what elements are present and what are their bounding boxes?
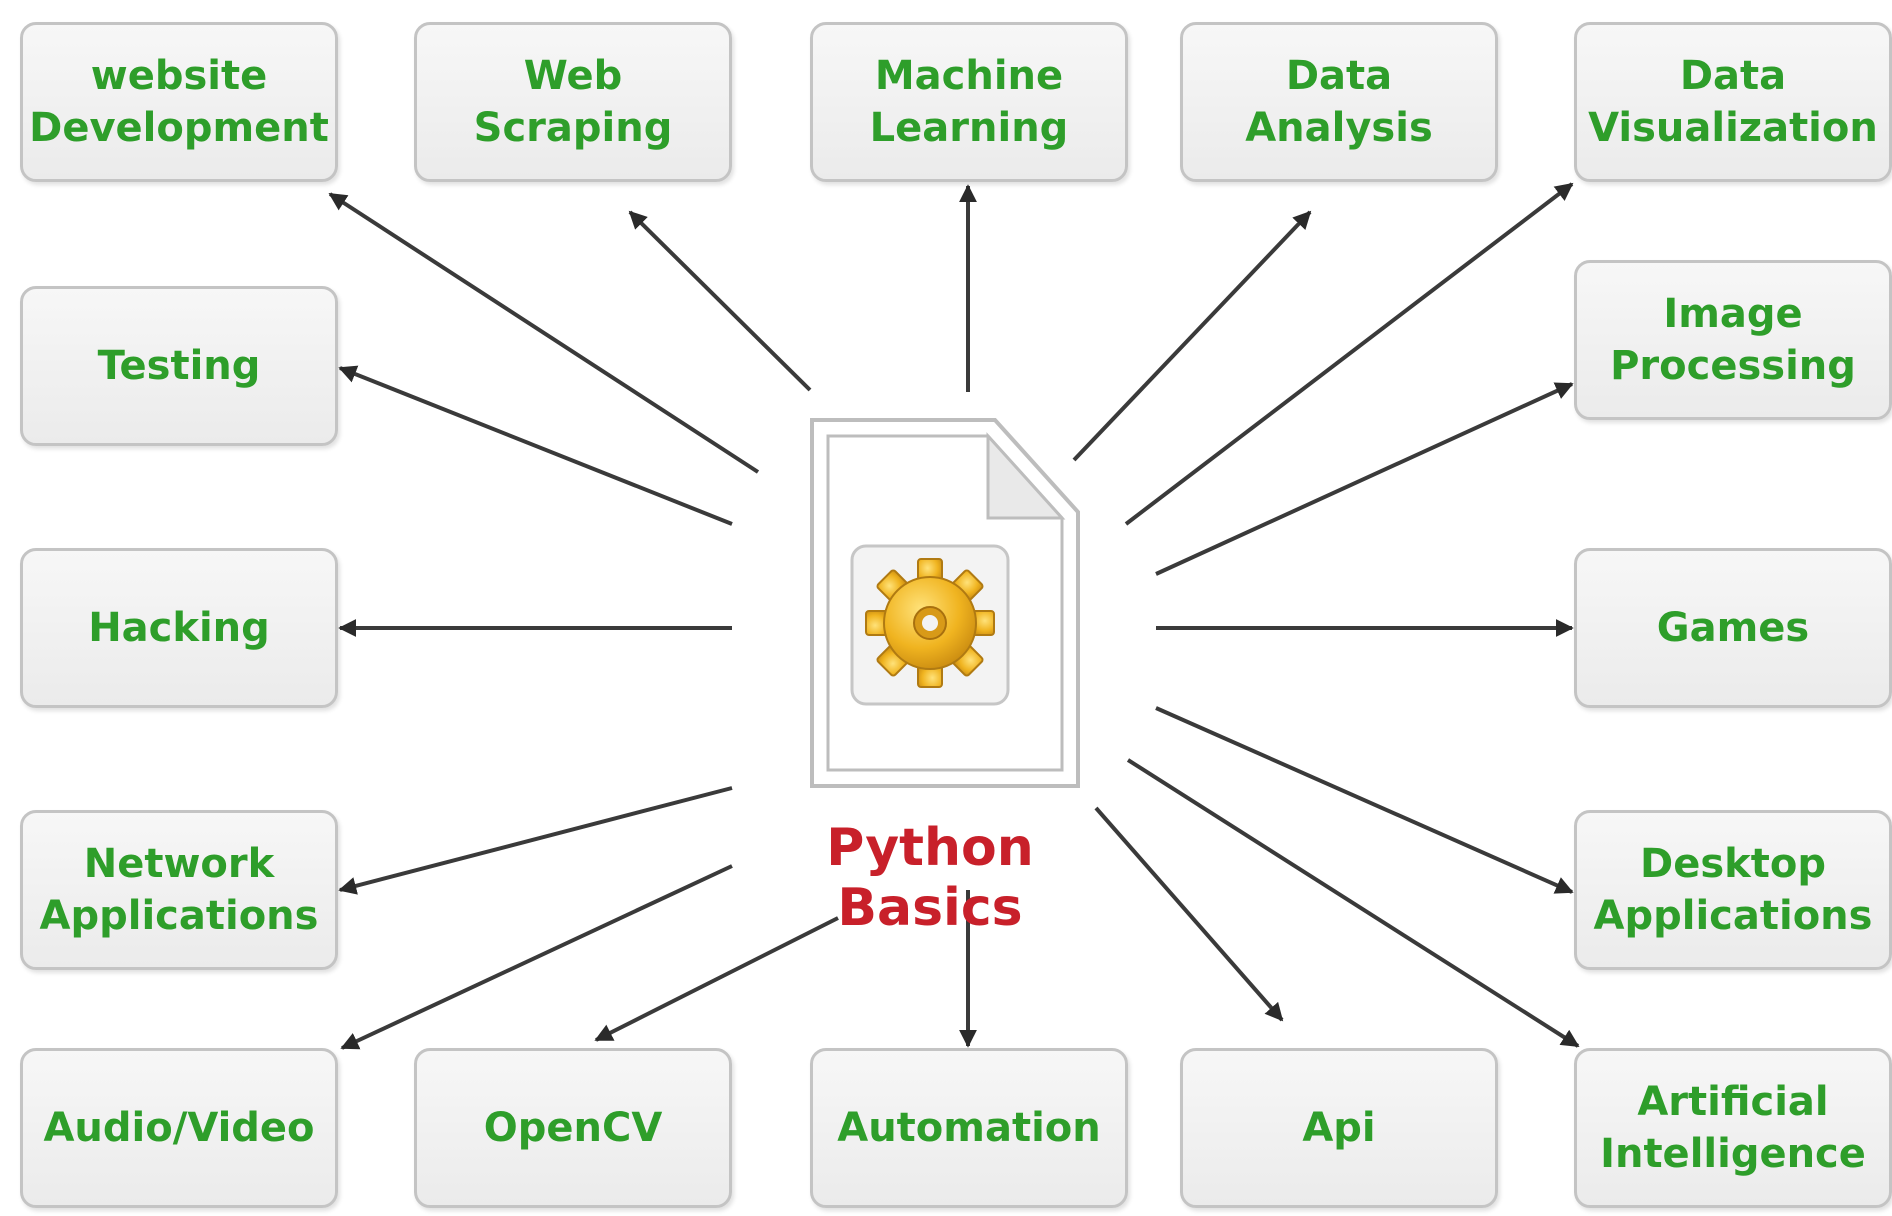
node-artificial-intelligence: Artificial Intelligence — [1574, 1048, 1892, 1208]
node-website-development: website Development — [20, 22, 338, 182]
node-label: Data Analysis — [1245, 53, 1433, 151]
node-hacking: Hacking — [20, 548, 338, 708]
center-node-title: Python Basics — [826, 818, 1034, 938]
node-label: Audio/Video — [43, 1105, 315, 1151]
node-label: OpenCV — [483, 1105, 663, 1151]
node-machine-learning: Machine Learning — [810, 22, 1128, 182]
node-desktop-applications: Desktop Applications — [1574, 810, 1892, 970]
edge-data-analysis — [1072, 210, 1312, 462]
node-web-scraping: Web Scraping — [414, 22, 732, 182]
node-games: Games — [1574, 548, 1892, 708]
node-api: Api — [1180, 1048, 1498, 1208]
edge-artificial-intelligence — [1126, 758, 1580, 1048]
edge-website-development — [328, 192, 760, 474]
node-label: Web Scraping — [473, 53, 673, 151]
node-label: Automation — [837, 1105, 1101, 1151]
edge-desktop-applications — [1155, 706, 1574, 894]
node-label: Hacking — [88, 605, 270, 651]
node-label: Api — [1302, 1105, 1376, 1151]
node-label: Artificial Intelligence — [1600, 1079, 1866, 1177]
node-label: Image Processing — [1610, 291, 1856, 389]
edge-network-applications — [338, 786, 733, 895]
node-label: Data Visualization — [1588, 53, 1878, 151]
node-automation: Automation — [810, 1048, 1128, 1208]
edge-data-visualization — [1124, 182, 1574, 526]
node-label: Machine Learning — [869, 53, 1069, 151]
node-label: website Development — [29, 53, 329, 151]
node-network-applications: Network Applications — [20, 810, 338, 970]
node-data-analysis: Data Analysis — [1180, 22, 1498, 182]
node-audio-video: Audio/Video — [20, 1048, 338, 1208]
node-data-visualization: Data Visualization — [1574, 22, 1892, 182]
node-label: Testing — [97, 343, 261, 389]
node-label: Desktop Applications — [1593, 841, 1873, 939]
edge-opencv — [594, 916, 839, 1042]
edge-audio-video — [340, 864, 733, 1050]
edge-api — [1094, 806, 1284, 1022]
node-testing: Testing — [20, 286, 338, 446]
gear-document-icon — [810, 418, 1080, 788]
edge-web-scraping — [628, 210, 812, 392]
edge-testing — [338, 365, 733, 526]
node-label: Games — [1656, 605, 1810, 651]
node-image-processing: Image Processing — [1574, 260, 1892, 420]
node-opencv: OpenCV — [414, 1048, 732, 1208]
node-label: Network Applications — [39, 841, 319, 939]
edge-image-processing — [1155, 382, 1574, 576]
